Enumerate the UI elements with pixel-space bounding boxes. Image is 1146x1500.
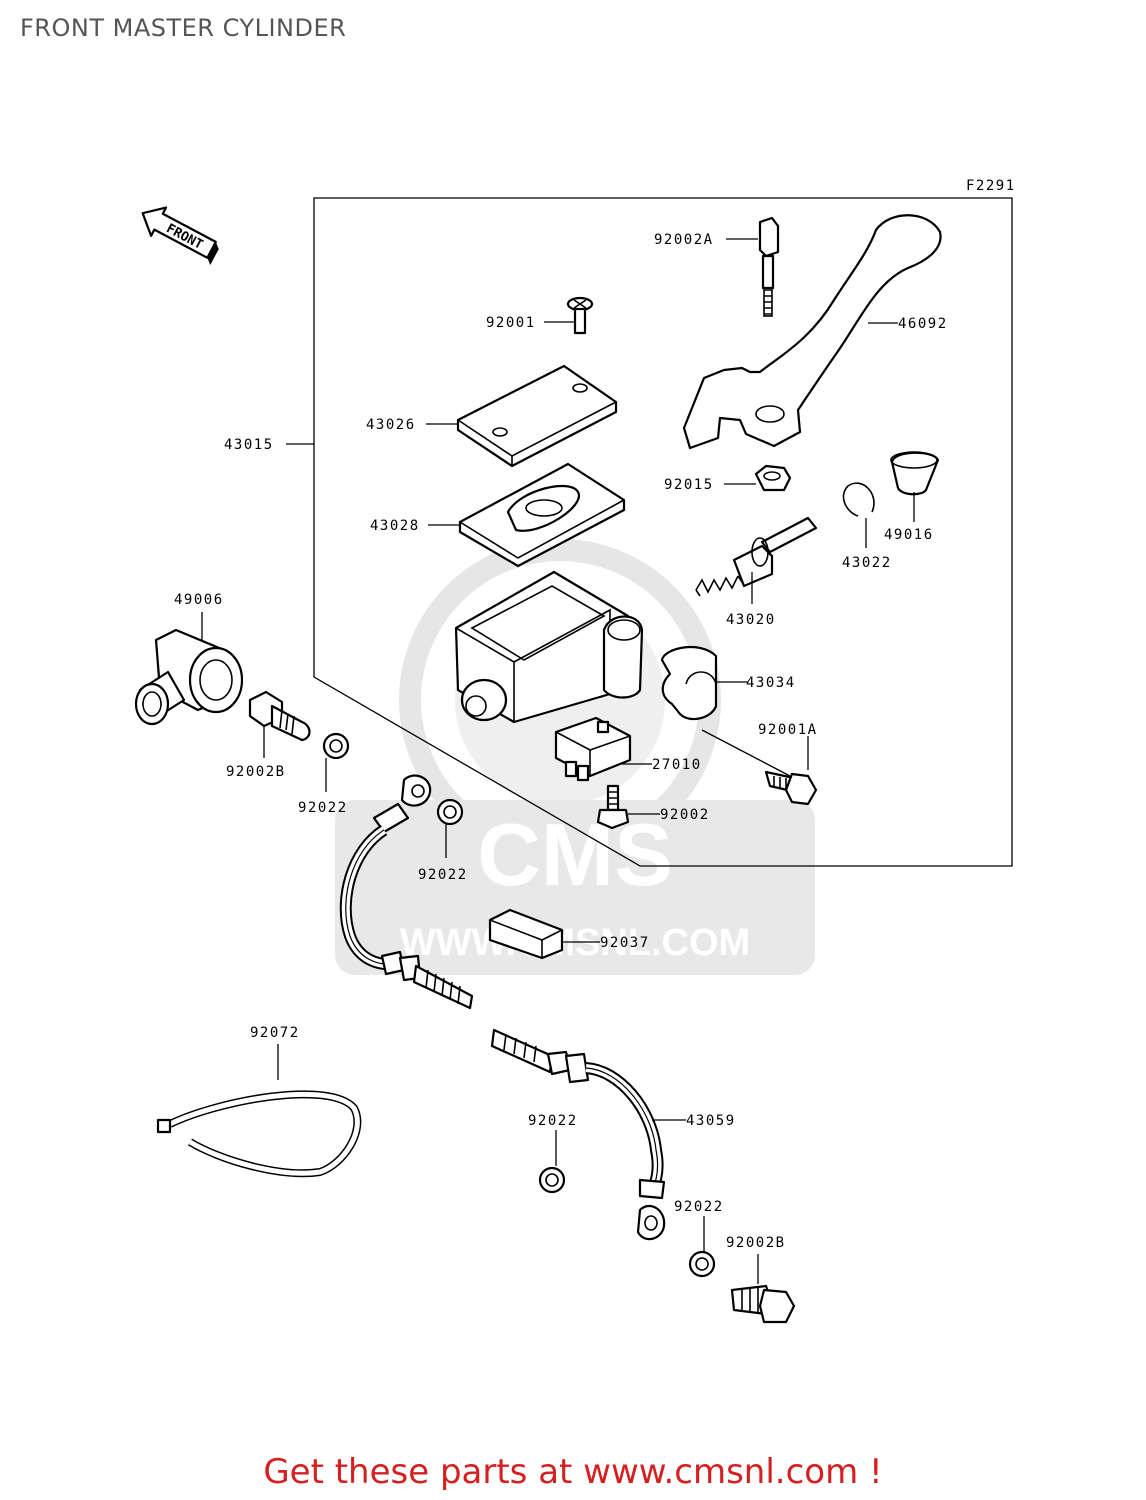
bolt-92002b-left [248,690,311,742]
brake-hose-lower [490,1028,666,1241]
label-49016: 49016 [884,527,934,543]
cap-43026 [456,364,618,468]
label-43015: 43015 [224,437,274,453]
lever-46092 [682,214,942,450]
label-49006: 49006 [174,592,224,608]
label-92072: 92072 [250,1025,300,1041]
label-43059: 43059 [686,1113,736,1129]
washer-92022-b [436,798,464,826]
label-92022-c: 92022 [528,1113,578,1129]
nut-92015 [754,464,792,492]
diaphragm-43028 [458,462,626,568]
bolt-92002a [758,216,780,317]
label-27010: 27010 [652,757,702,773]
washer-92022-a [322,732,350,760]
label-46092: 46092 [898,316,948,332]
label-92022-a: 92022 [298,800,348,816]
washer-92022-d [688,1250,716,1278]
label-43034: 43034 [746,675,796,691]
screw-92001 [566,296,594,335]
cap-49006 [134,628,244,726]
label-92002b-bottom: 92002B [726,1235,786,1251]
figure-code: F2291 [966,178,1016,194]
label-92002b-left: 92002B [226,764,286,780]
label-43026: 43026 [366,417,416,433]
label-92001: 92001 [486,315,536,331]
clamp-43034 [660,646,718,721]
watermark-url: WWW.CMSNL.COM [400,922,750,964]
assembly-frame [313,197,1013,867]
master-cylinder-body [454,570,644,724]
label-92001a: 92001A [758,722,818,738]
label-43028: 43028 [370,518,420,534]
washer-92022-c [538,1166,566,1194]
label-43020: 43020 [726,612,776,628]
label-92002a-top: 92002A [654,232,714,248]
switch-27010 [554,716,632,782]
label-43022: 43022 [842,555,892,571]
bolt-92001a [764,770,818,806]
label-92002: 92002 [660,807,710,823]
label-92037: 92037 [600,935,650,951]
clip-92037 [488,908,564,960]
boot-49016 [890,451,940,496]
tie-92072 [156,1090,362,1178]
page-title: FRONT MASTER CYLINDER [20,14,347,42]
bolt-92002b-bottom [730,1284,796,1324]
circlip-43022 [842,482,875,517]
footer-banner[interactable]: Get these parts at www.cmsnl.com ! [263,1452,883,1492]
front-arrow-icon: FRONT [141,206,219,266]
label-92015: 92015 [664,477,714,493]
label-92022-b: 92022 [418,867,468,883]
brake-hose-upper [339,774,474,1010]
bolt-92002 [596,784,630,830]
piston-43020 [695,516,818,597]
label-92022-d: 92022 [674,1199,724,1215]
watermark-logo: CMS [477,805,673,904]
